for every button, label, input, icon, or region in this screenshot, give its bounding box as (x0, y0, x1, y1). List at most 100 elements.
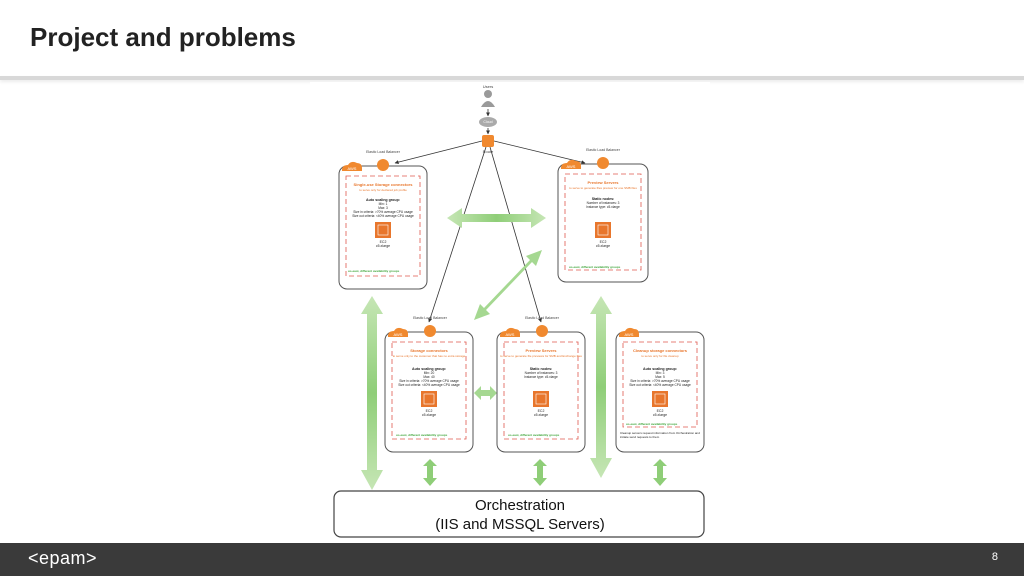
group-bottom-left: AWS Elastic Load Balancer Storage connec… (384, 316, 474, 453)
svg-text:Auto scaling group:: Auto scaling group: (366, 198, 400, 202)
aws-cloud-icon (500, 327, 520, 337)
cloud-icon (479, 117, 497, 127)
ec2-icon (375, 222, 391, 238)
load-balancer-icon (424, 325, 436, 337)
arrow-bm-orch (533, 459, 547, 486)
svg-text:Instance type: c5.xlarge: Instance type: c5.xlarge (586, 205, 620, 209)
route-icon (482, 135, 494, 147)
svg-text:Size out criteria: <40% averag: Size out criteria: <40% average CPU usag… (629, 383, 691, 387)
group-bottom-right: AWS Cleanup storage connectors to serve … (615, 327, 705, 453)
svg-text:Elastic Load Balancer: Elastic Load Balancer (525, 316, 560, 320)
svg-text:to serve only to the customer: to serve only to the customer that has n… (393, 354, 466, 358)
arrow-left-vertical (361, 296, 383, 490)
ec2-icon (533, 391, 549, 407)
svg-text:AWS: AWS (625, 332, 634, 337)
aws-cloud-icon (561, 159, 581, 169)
svg-text:Max: 5: Max: 5 (655, 375, 665, 379)
svg-text:Elastic Load Balancer: Elastic Load Balancer (586, 148, 621, 152)
svg-text:Static nodes:: Static nodes: (530, 367, 553, 371)
svg-text:us-east, different availabilit: us-east, different availability groups (508, 433, 560, 437)
svg-text:Size in criteria: >70% average: Size in criteria: >70% average CPU usage (399, 379, 459, 383)
svg-text:Single-use Storage connectors: Single-use Storage connectors (354, 182, 414, 187)
arrow-br-orch (653, 459, 667, 486)
svg-text:c5.xlarge: c5.xlarge (653, 413, 667, 417)
svg-text:to serve only for file cleanup: to serve only for file cleanup (641, 354, 679, 358)
load-balancer-icon (377, 159, 389, 171)
svg-text:us-east, different availabilit: us-east, different availability groups (348, 269, 400, 273)
aws-cloud-icon (619, 327, 639, 337)
svg-text:Max: 3: Max: 3 (378, 206, 388, 210)
svg-text:c5.xlarge: c5.xlarge (376, 244, 390, 248)
svg-text:Size out criteria: <40% averag: Size out criteria: <40% average CPU usag… (398, 383, 460, 387)
route-node: Route (482, 135, 494, 154)
svg-text:Users: Users (483, 84, 493, 89)
svg-text:Size in criteria: >70% average: Size in criteria: >70% average CPU usage (630, 379, 690, 383)
group-top-right: AWS Elastic Load Balancer Preview Server… (557, 148, 649, 283)
svg-text:AWS: AWS (394, 332, 403, 337)
arrow-tl-tr (447, 208, 546, 228)
arrow-right-vertical (590, 296, 612, 478)
svg-text:Min: 1: Min: 1 (379, 202, 388, 206)
svg-text:AWS: AWS (348, 166, 357, 171)
slide-title: Project and problems (30, 22, 296, 52)
svg-text:Elastic Load Balancer: Elastic Load Balancer (366, 150, 401, 154)
svg-text:c5.xlarge: c5.xlarge (534, 413, 548, 417)
svg-text:Max: 40: Max: 40 (423, 375, 435, 379)
svg-text:AWS: AWS (506, 332, 515, 337)
group-top-left: AWS Elastic Load Balancer Single-use Sto… (338, 150, 428, 290)
orchestration-box: Orchestration (IIS and MSSQL Servers) (333, 490, 705, 538)
load-balancer-icon (536, 325, 548, 337)
svg-text:Route: Route (483, 149, 494, 154)
svg-text:Min: 20: Min: 20 (424, 371, 435, 375)
svg-text:Min: 3: Min: 3 (656, 371, 665, 375)
user-icon (484, 90, 492, 98)
svg-text:us-east, different availabilit: us-east, different availability groups (569, 265, 621, 269)
cleanup-note: Cleanup servers request information from… (620, 432, 700, 439)
svg-text:Storage connectors: Storage connectors (410, 348, 448, 353)
svg-text:AWS: AWS (567, 164, 576, 169)
cloud-node: Cloud (479, 117, 497, 127)
svg-text:Static nodes:: Static nodes: (592, 197, 615, 201)
svg-text:us-east, different availabilit: us-east, different availability groups (396, 433, 448, 437)
svg-text:EC2: EC2 (657, 409, 664, 413)
users-node: Users (481, 84, 495, 107)
route-connectors (394, 109, 586, 323)
svg-text:Auto scaling group:: Auto scaling group: (412, 367, 446, 371)
flow-arrows (361, 208, 667, 490)
load-balancer-icon (597, 157, 609, 169)
svg-text:Preview Servers: Preview Servers (526, 348, 558, 353)
svg-text:to serve to generate files pre: to serve to generate files preview for o… (569, 186, 637, 190)
orchestration-subtitle: (IIS and MSSQL Servers) (435, 516, 605, 533)
svg-text:Elastic Load Balancer: Elastic Load Balancer (413, 316, 448, 320)
ec2-icon (652, 391, 668, 407)
svg-text:Size out criteria: <40% averag: Size out criteria: <40% average CPU usag… (352, 214, 414, 218)
epam-logo: <epam> (28, 548, 98, 568)
svg-text:us-east, different availabilit: us-east, different availability groups (626, 422, 678, 426)
page-number: 8 (991, 551, 998, 563)
svg-text:c5.xlarge: c5.xlarge (596, 244, 610, 248)
aws-cloud-icon (388, 327, 408, 337)
ec2-icon (421, 391, 437, 407)
footer-bar: <epam> 8 (0, 543, 1024, 576)
svg-text:to serve only for declared job: to serve only for declared job profile (359, 188, 407, 192)
svg-text:EC2: EC2 (600, 240, 607, 244)
svg-text:EC2: EC2 (380, 240, 387, 244)
svg-text:Number of instances: 3: Number of instances: 3 (587, 201, 620, 205)
arrow-tr-bm (474, 250, 542, 320)
group-bottom-middle: AWS Elastic Load Balancer Preview Server… (496, 316, 586, 453)
svg-text:c5.xlarge: c5.xlarge (422, 413, 436, 417)
orchestration-title: Orchestration (475, 497, 565, 514)
svg-text:Number of instances: 3: Number of instances: 3 (525, 371, 558, 375)
aws-cloud-icon (342, 161, 362, 171)
svg-text:EC2: EC2 (538, 409, 545, 413)
svg-text:Cloud: Cloud (483, 120, 492, 124)
svg-text:Instance type: c5.xlarge: Instance type: c5.xlarge (524, 375, 558, 379)
svg-text:Size in criteria: >70% average: Size in criteria: >70% average CPU usage (353, 210, 413, 214)
svg-text:Auto scaling group:: Auto scaling group: (643, 367, 677, 371)
svg-text:Preview Servers: Preview Servers (588, 180, 620, 185)
svg-text:Cleanup storage connectors: Cleanup storage connectors (633, 348, 688, 353)
ec2-icon (595, 222, 611, 238)
svg-text:to serve to generate file prev: to serve to generate file previews for S… (500, 354, 582, 358)
arrow-bl-bm (474, 386, 497, 400)
